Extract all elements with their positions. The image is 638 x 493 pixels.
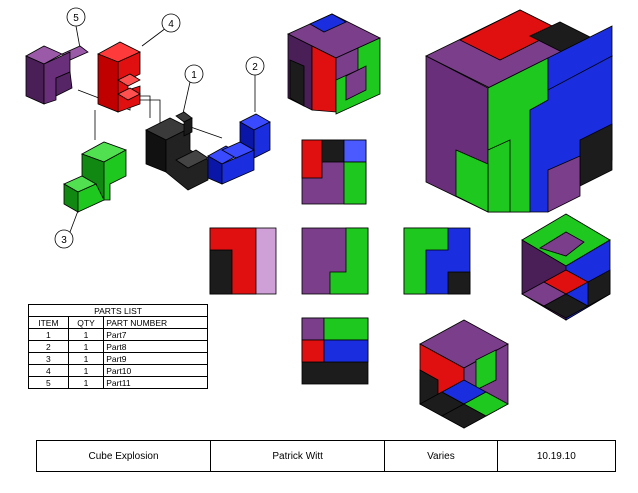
large-cube-assembled	[425, 9, 613, 213]
cell-item: 5	[28, 376, 69, 389]
table-row: 4 1 Part10	[28, 364, 208, 377]
balloon-5: 5	[66, 7, 86, 27]
left-view	[209, 227, 277, 295]
cell-part-number: Part11	[103, 376, 208, 389]
cell-item: 3	[28, 352, 69, 365]
part-5-purple	[25, 45, 89, 105]
balloon-3: 3	[54, 229, 74, 249]
header-item: ITEM	[28, 316, 69, 329]
title-block-title: Cube Explosion	[37, 441, 212, 471]
header-part-number: PART NUMBER	[103, 316, 208, 329]
table-row: 3 1 Part9	[28, 352, 208, 365]
svg-text:2: 2	[252, 62, 258, 73]
part-2-blue	[207, 113, 271, 185]
svg-text:1: 1	[191, 70, 197, 81]
cell-qty: 1	[67, 340, 105, 353]
cell-qty: 1	[67, 328, 105, 341]
table-row: 1 1 Part7	[28, 328, 208, 341]
balloon-1: 1	[184, 64, 204, 84]
header-qty: QTY	[67, 316, 105, 329]
front-view	[301, 227, 369, 295]
cell-item: 1	[28, 328, 69, 341]
cell-part-number: Part10	[103, 364, 208, 377]
bottom-view	[301, 317, 369, 385]
balloon-4: 4	[161, 13, 181, 33]
title-block: Cube Explosion Patrick Witt Varies 10.19…	[36, 440, 616, 472]
cell-item: 2	[28, 340, 69, 353]
parts-list-table: PARTS LIST ITEM QTY PART NUMBER 1 1 Part…	[28, 304, 208, 389]
part-3-green	[63, 141, 127, 213]
cell-part-number: Part8	[103, 340, 208, 353]
cell-qty: 1	[67, 376, 105, 389]
cell-qty: 1	[67, 352, 105, 365]
title-block-scale: Varies	[385, 441, 498, 471]
title-block-date: 10.19.10	[536, 450, 576, 462]
cube-underside-view-1	[521, 213, 611, 321]
svg-text:3: 3	[61, 235, 67, 246]
svg-text:5: 5	[73, 13, 79, 24]
top-view	[301, 139, 367, 205]
cell-qty: 1	[67, 364, 105, 377]
part-1-black	[145, 111, 209, 191]
cube-underside-view-2	[419, 319, 509, 429]
table-row: 5 1 Part11	[28, 376, 208, 389]
table-row: 2 1 Part8	[28, 340, 208, 353]
parts-list-title: PARTS LIST	[28, 304, 208, 317]
cell-item: 4	[28, 364, 69, 377]
part-4-red	[97, 41, 141, 113]
small-cube-assembled	[287, 13, 381, 115]
balloon-2: 2	[245, 56, 265, 76]
svg-text:4: 4	[168, 19, 174, 30]
parts-list-header-row: ITEM QTY PART NUMBER	[28, 316, 208, 329]
title-block-author: Patrick Witt	[211, 441, 386, 471]
right-view	[403, 227, 471, 295]
cell-part-number: Part9	[103, 352, 208, 365]
cell-part-number: Part7	[103, 328, 208, 341]
